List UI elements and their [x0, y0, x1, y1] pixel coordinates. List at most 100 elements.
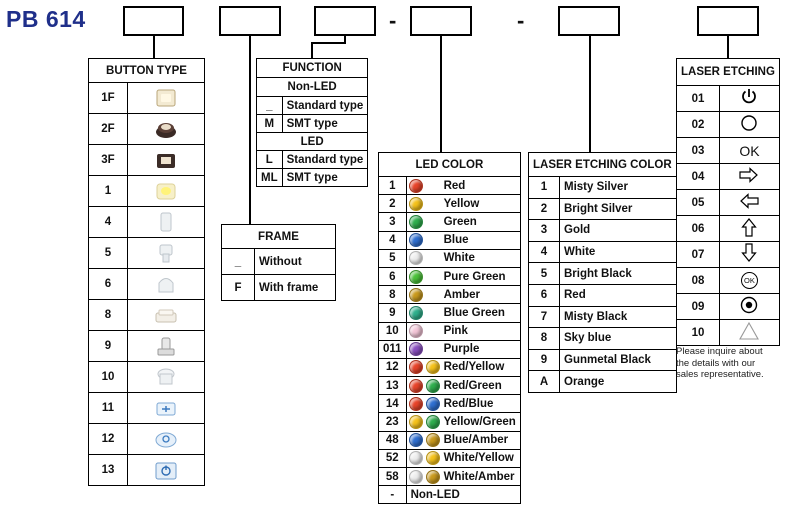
- code-box-function[interactable]: [314, 6, 376, 36]
- button-type-row[interactable]: 1F: [88, 82, 205, 114]
- button-image-cell: [127, 361, 205, 393]
- laser-etching-row[interactable]: 06: [676, 215, 780, 242]
- laser-color-code: A: [528, 370, 560, 393]
- button-type-row[interactable]: 1: [88, 175, 205, 207]
- laser-color-label: Misty Silver: [559, 176, 677, 199]
- laser-etching-code: 10: [676, 319, 720, 346]
- led-color-label: Green: [441, 212, 521, 232]
- button-type-row[interactable]: 5: [88, 237, 205, 269]
- function-label: Standard type: [281, 96, 369, 115]
- frame-code: _: [221, 248, 255, 275]
- laser-color-code: 8: [528, 327, 560, 350]
- led-color-swatch-cell: [405, 285, 442, 305]
- button-type-row[interactable]: 12: [88, 423, 205, 455]
- arrow-left-outline-icon: [737, 190, 761, 215]
- function-row[interactable]: _Standard type: [256, 96, 369, 115]
- laser-etching-header: LASER ETCHING: [676, 58, 780, 86]
- code-box-frame[interactable]: [219, 6, 281, 36]
- button-type-row[interactable]: 3F: [88, 144, 205, 176]
- function-label: SMT type: [281, 114, 369, 133]
- code-box-led-color[interactable]: [410, 6, 472, 36]
- button-image-cell: [127, 82, 205, 114]
- button-type-row[interactable]: 4: [88, 206, 205, 238]
- led-color-row[interactable]: -Non-LED: [378, 485, 521, 505]
- circle-outline-icon: [737, 112, 761, 137]
- laser-color-label: Red: [559, 283, 677, 307]
- button-image-cell: [127, 454, 205, 486]
- led-color-swatch-cell: [405, 394, 442, 414]
- button-type-row[interactable]: 6: [88, 268, 205, 300]
- laser-color-code: 1: [528, 176, 560, 199]
- button-image-cell: [127, 268, 205, 300]
- led-color-swatch-cell: [405, 321, 442, 341]
- laser-etching-row[interactable]: 10: [676, 319, 780, 346]
- laser-etching-row[interactable]: 09: [676, 293, 780, 320]
- code-box-button-type[interactable]: [123, 6, 184, 36]
- button-type-row[interactable]: 10: [88, 361, 205, 393]
- connector-line: [311, 42, 313, 58]
- led-color-dot: [408, 396, 423, 411]
- button-type-row[interactable]: 2F: [88, 113, 205, 145]
- button-type-row[interactable]: 8: [88, 299, 205, 331]
- laser-etching-code: 07: [676, 241, 720, 268]
- laser-etching-row[interactable]: 02: [676, 111, 780, 138]
- laser-etching-row[interactable]: 05: [676, 189, 780, 216]
- frame-row[interactable]: _Without: [221, 248, 336, 275]
- button-type-code: 8: [88, 299, 128, 331]
- clear-dome-cap-icon: [152, 273, 180, 295]
- arrow-down-outline-icon: [737, 242, 761, 267]
- button-type-row[interactable]: 9: [88, 330, 205, 362]
- button-type-row[interactable]: 11: [88, 392, 205, 424]
- laser-etching-row[interactable]: 01: [676, 85, 780, 112]
- product-title: PB 614: [6, 6, 86, 32]
- laser-etching-row[interactable]: 07: [676, 241, 780, 268]
- flat-square-cap-icon: [152, 304, 180, 326]
- laser-etching-code: 06: [676, 215, 720, 242]
- connector-line: [153, 36, 155, 58]
- code-box-laser-etching[interactable]: [697, 6, 759, 36]
- laser-etching-row[interactable]: 04: [676, 163, 780, 190]
- ok-circle-icon: OK: [740, 272, 758, 289]
- button-type-code: 3F: [88, 144, 128, 176]
- frame-label: With frame: [254, 274, 336, 301]
- led-color-label: White: [441, 248, 521, 268]
- code-box-laser-color[interactable]: [558, 6, 620, 36]
- led-color-code: 10: [378, 321, 407, 341]
- button-type-code: 4: [88, 206, 128, 238]
- button-type-row[interactable]: 13: [88, 454, 205, 486]
- keycap-square-glow-icon: [152, 87, 180, 109]
